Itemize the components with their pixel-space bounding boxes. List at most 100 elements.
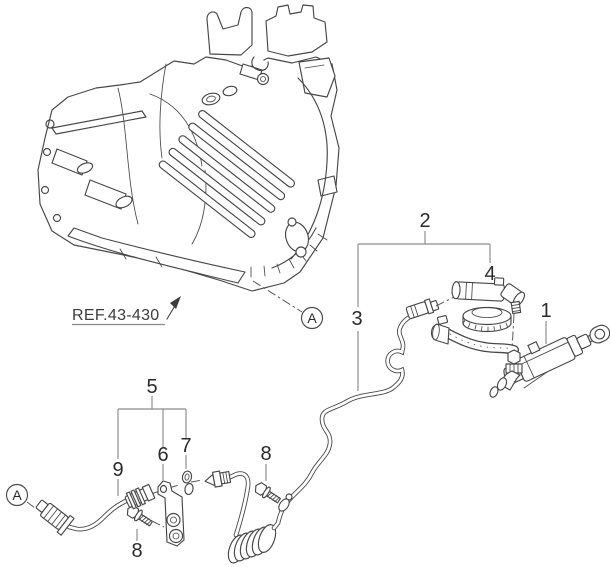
cap-serrations [462, 319, 508, 332]
ref-arrowhead [170, 296, 181, 309]
coil-loop [257, 524, 277, 553]
elbow-end [496, 377, 508, 391]
bracket-grommet-hole [172, 532, 180, 540]
connector-align-line [435, 296, 515, 351]
fitting-ridges [222, 471, 229, 484]
mount-bosses [51, 148, 127, 210]
callout-7[interactable]: 7 [180, 435, 191, 457]
clutch-tube [204, 298, 440, 564]
cylinder-seams [517, 341, 569, 379]
callout-4[interactable]: 4 [484, 263, 495, 285]
connector-4-cap [451, 281, 461, 300]
release-end-connector [35, 499, 75, 536]
clamp-band [278, 498, 290, 512]
top-port [527, 341, 541, 355]
bracket-grommet [168, 528, 184, 544]
union-ridge [130, 489, 142, 508]
hose-end-connector [405, 298, 440, 320]
top-brackets [206, 4, 328, 57]
callout-5[interactable]: 5 [146, 376, 157, 398]
callout-3[interactable]: 3 [351, 308, 362, 330]
mount-plate-seam [304, 64, 325, 69]
boss-cap [115, 195, 133, 209]
bolt-8-align-line [151, 520, 165, 528]
connector-tip [430, 300, 440, 312]
marker-leader-tube [26, 501, 36, 509]
gasket-ring [201, 92, 221, 106]
tube-main [272, 311, 421, 530]
pivot-boss-hole [260, 76, 266, 82]
side-rib [51, 110, 147, 135]
union-ridge [125, 491, 137, 510]
elbow-stub [489, 386, 499, 398]
tube-union [124, 483, 156, 510]
coil-end-fitting [204, 470, 232, 488]
mount-bracket [157, 480, 185, 547]
marker-circle [300, 306, 324, 330]
boss-cap [76, 162, 94, 174]
marker-letter: A [307, 310, 317, 326]
union-ridge [134, 487, 146, 506]
cap-top [462, 306, 512, 326]
fitting-ferrule [219, 470, 232, 485]
callout-8-right[interactable]: 8 [260, 443, 271, 465]
tube-coil-exit [226, 472, 250, 537]
marker-leader-transmission [252, 280, 303, 313]
tube-clip [181, 470, 194, 496]
gasket-ring-inner [206, 95, 216, 103]
clip-slot [184, 473, 190, 481]
release-tube [35, 483, 156, 536]
stem-threads [511, 304, 521, 312]
marker-a-transmission: A [300, 306, 324, 330]
clip-upper-ring [181, 470, 193, 484]
supply-hose [443, 329, 518, 354]
cap-inner [471, 307, 503, 318]
union-nut [141, 483, 156, 502]
end-connector-ribs [43, 505, 66, 529]
end-connector-collar [56, 514, 75, 536]
callout-1[interactable]: 1 [540, 300, 551, 322]
callout-8-left[interactable]: 8 [131, 540, 142, 562]
bottom-studs [119, 248, 163, 268]
bottom-arm [67, 227, 246, 284]
callout-bracket-5 [117, 396, 187, 496]
marker-circle [5, 483, 29, 507]
connector-4-seams [465, 281, 473, 300]
eye-hole [594, 328, 606, 340]
outlet-elbow [489, 370, 521, 398]
clip-lower-ring [184, 482, 194, 496]
reservoir-connector [435, 277, 526, 351]
connector-ribs [410, 304, 419, 318]
hose-clamp-ear [436, 315, 449, 325]
bracket-grommet-hole [170, 516, 177, 524]
bracket-grommet [166, 512, 181, 528]
right-mount-plate [298, 57, 338, 197]
transmission-illustration [37, 4, 340, 292]
release-tube-line [67, 498, 130, 531]
tube-main-outline [271, 310, 422, 531]
callout-6[interactable]: 6 [157, 444, 168, 466]
fork-pivot [295, 246, 307, 258]
gasket-ring [222, 85, 238, 97]
damper-coil [227, 524, 277, 564]
bracket-hole [159, 484, 168, 494]
callout-9[interactable]: 9 [112, 459, 123, 481]
hose-bell-end [430, 315, 450, 345]
marker-a-tube: A [5, 483, 29, 507]
callout-2[interactable]: 2 [419, 210, 430, 232]
connector-cap [462, 306, 512, 333]
marker-letter: A [12, 487, 22, 503]
callout-bracket-2 [357, 231, 491, 391]
union-hex [507, 349, 521, 365]
clutch-master-cylinder: 1 [430, 300, 610, 398]
rib-fin-set [158, 110, 295, 239]
pivot-boss [256, 72, 270, 86]
elbow-body [501, 370, 521, 391]
fork-pivot [287, 217, 297, 227]
connector-4-nub [493, 277, 505, 286]
flange-bolt-holes [40, 119, 62, 223]
reservoir-port-union [505, 349, 523, 374]
case-seam-lines [117, 63, 207, 245]
ref-link-label[interactable]: REF.43-430 [72, 307, 160, 324]
